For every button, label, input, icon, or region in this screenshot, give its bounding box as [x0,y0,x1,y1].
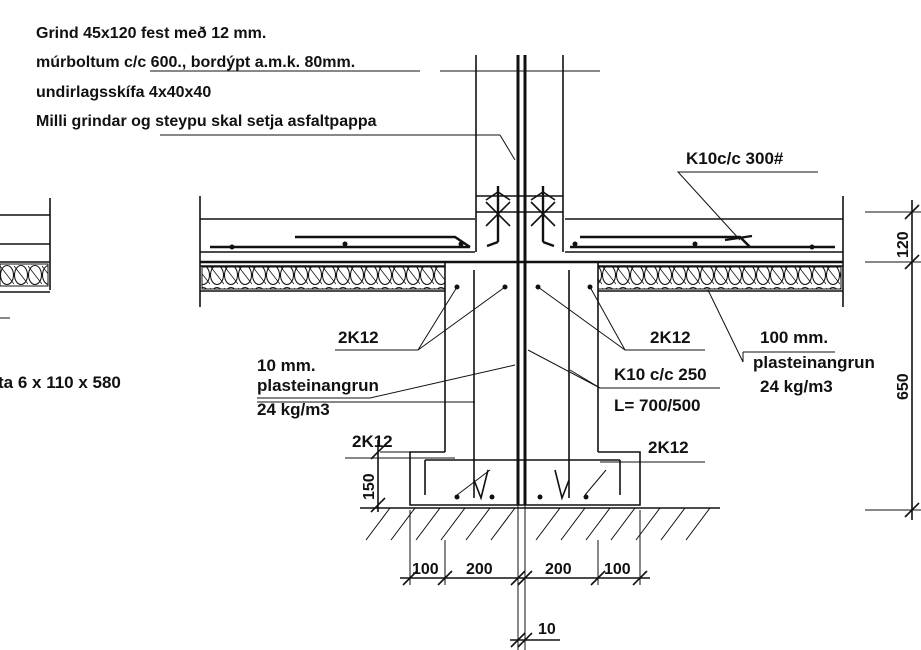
left-partial-detail: ta 6 x 110 x 580 [0,198,121,392]
foundation-wall [444,55,599,505]
under-slab-insulation [200,265,843,292]
dim-slab: 120 [895,231,912,258]
rebar-label-left-lower: 2K12 [352,432,393,451]
general-notes: Grind 45x120 fest með 12 mm. múrboltum c… [36,25,516,161]
left-insulation [0,263,49,287]
dim-w3: 200 [545,561,572,578]
insul-left-line-3: 24 kg/m3 [257,400,330,419]
dimension-lines: 120 650 150 100 200 200 100 10 [361,200,921,650]
note-line-1: Grind 45x120 fest með 12 mm. [36,25,266,42]
stirrup-length-label: L= 700/500 [614,396,701,415]
dim-w4: 100 [604,561,631,578]
footing [380,451,641,506]
dim-gap: 10 [538,621,556,638]
ground-hatch [360,507,720,541]
note-line-2: múrboltum c/c 600., bordýpt a.m.k. 80mm. [36,54,355,71]
dim-footing-height: 150 [361,473,378,500]
annotations: K10c/c 300# 2K12 2K12 10 mm. plasteinang… [257,149,875,463]
cut-label: ta 6 x 110 x 580 [0,373,121,392]
insul-right-line-1: 100 mm. [760,328,828,347]
left-slab-insulation [201,266,446,290]
insul-left-line-1: 10 mm. [257,356,316,375]
dim-w2: 200 [466,561,493,578]
rebar-label-right-lower: 2K12 [648,438,689,457]
note-line-4: Milli grindar og steypu skal setja asfal… [36,113,377,130]
note-leader [499,134,516,161]
rebar-label-right-upper: 2K12 [650,328,691,347]
dim-w1: 100 [412,561,439,578]
rebar-label-left-upper: 2K12 [338,328,379,347]
floor-slab [199,196,844,307]
dim-wall-height: 650 [895,373,912,400]
stirrup-label: K10 c/c 250 [614,365,707,384]
insul-left-line-2: plasteinangrun [257,376,379,395]
right-slab-insulation [597,266,842,290]
insul-right-line-3: 24 kg/m3 [760,377,833,396]
timber-frame [440,55,600,252]
insul-right-line-2: plasteinangrun [753,353,875,372]
top-rebar-label: K10c/c 300# [686,149,784,168]
note-line-3: undirlagsskífa 4x40x40 [36,84,211,101]
